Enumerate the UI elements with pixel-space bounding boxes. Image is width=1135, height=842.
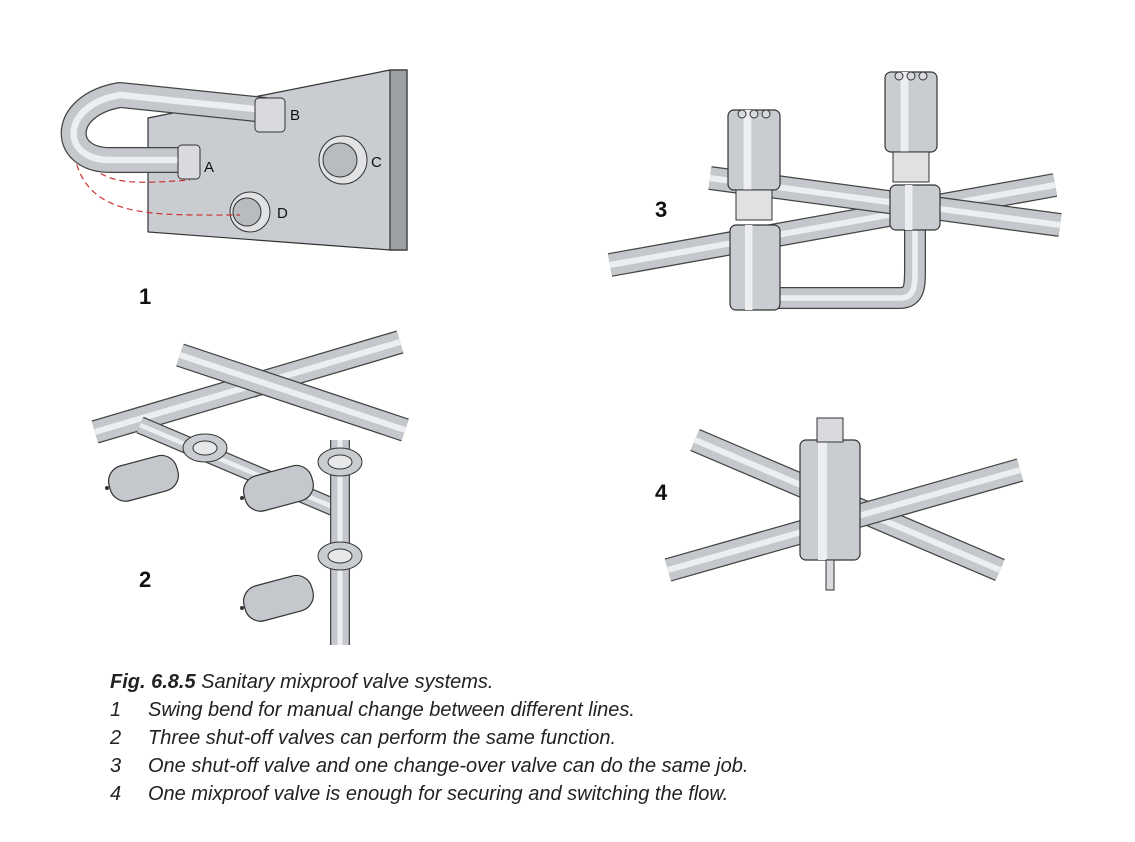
- main-pipe: [607, 173, 1058, 277]
- caption-item-text: Three shut-off valves can perform the sa…: [148, 727, 616, 749]
- diagram-number-1: 1: [139, 284, 152, 309]
- shut-off-valve-actuator: [240, 464, 314, 512]
- caption-item-number: 4: [110, 783, 122, 805]
- diagram-number-3: 3: [655, 197, 668, 222]
- caption-item-text: Swing bend for manual change between dif…: [148, 699, 635, 721]
- swing-bend-panel: B A C D: [60, 69, 408, 251]
- change-over-valve-body: [729, 224, 781, 311]
- shut-off-valve-actuator: [884, 71, 938, 183]
- figure-title: Sanitary mixproof valve systems.: [201, 671, 494, 693]
- connection-label-d: D: [277, 205, 288, 222]
- caption-item: 1 Swing bend for manual change between di…: [110, 696, 748, 724]
- valve-flange: [182, 433, 228, 463]
- shut-off-valve-body: [889, 184, 941, 231]
- shut-off-valve-actuator: [240, 574, 314, 622]
- caption-item-number: 1: [110, 699, 122, 721]
- figure-label: Fig. 6.8.5: [110, 671, 196, 693]
- bend-pipe: [770, 220, 926, 309]
- diagram-number-2: 2: [139, 567, 152, 592]
- crossing-pipe: [176, 343, 409, 442]
- valve-flange: [317, 541, 363, 571]
- caption-item-text: One mixproof valve is enough for securin…: [148, 783, 729, 805]
- caption-item: 2 Three shut-off valves can perform the s…: [110, 724, 748, 752]
- change-over-valve-actuator: [727, 109, 781, 221]
- figure-caption: Fig. 6.8.5 Sanitary mixproof valve syste…: [110, 668, 748, 808]
- connection-label-a: A: [204, 159, 214, 176]
- caption-item-number: 3: [110, 755, 122, 777]
- caption-item: 4 One mixproof valve is enough for securi…: [110, 780, 748, 808]
- caption-item-text: One shut-off valve and one change-over v…: [148, 755, 749, 777]
- mixproof-valve-body: [799, 417, 861, 591]
- valve-flange: [317, 447, 363, 477]
- diagram-number-4: 4: [655, 480, 668, 505]
- caption-item: 3 One shut-off valve and one change-over …: [110, 752, 748, 780]
- connection-label-b: B: [290, 107, 300, 124]
- connection-label-c: C: [371, 154, 382, 171]
- shut-off-valve-actuator: [105, 454, 179, 502]
- swing-bend-pipe: [60, 82, 267, 173]
- caption-item-number: 2: [110, 727, 122, 749]
